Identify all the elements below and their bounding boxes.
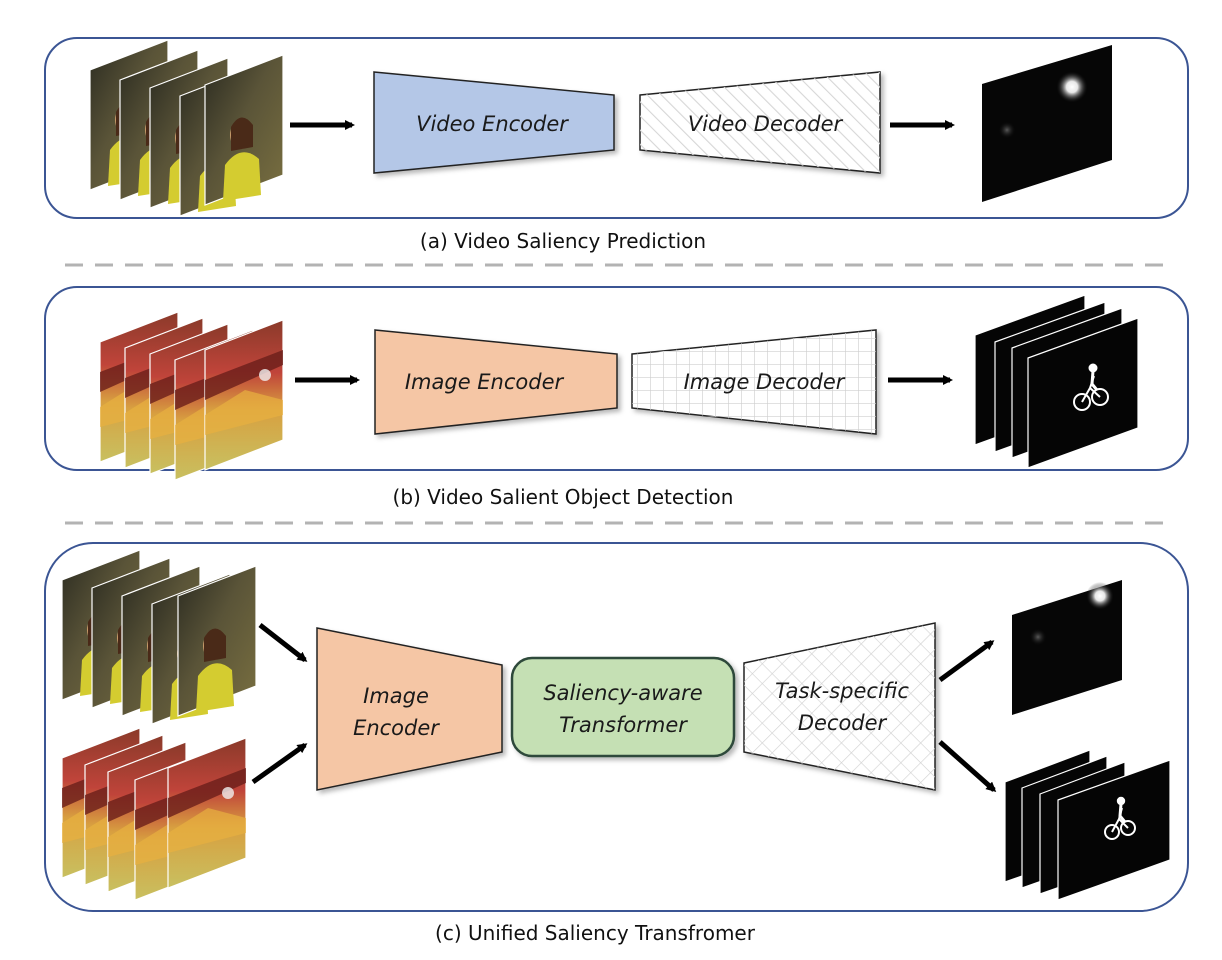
image-encoder	[316, 627, 503, 791]
panel-a: Video Encoder Video Decoder (a) Video Sa…	[44, 37, 1189, 253]
object-mask-stack-icon	[974, 294, 1139, 469]
image-encoder-label: Image Encoder	[405, 370, 565, 394]
panel-a-caption: (a) Video Saliency Prediction	[420, 229, 706, 253]
image-encoder-label-line1: Image	[363, 684, 429, 708]
video-encoder	[373, 71, 615, 174]
saliency-map-icon	[1012, 580, 1122, 715]
arrow-c-out-top	[938, 639, 995, 683]
cyclist-silhouette-icon	[1073, 363, 1109, 411]
transformer-label-line2: Transformer	[559, 713, 688, 737]
video-decoder-label: Video Decoder	[688, 112, 844, 136]
panel-b-caption: (b) Video Salient Object Detection	[393, 485, 734, 509]
decoder-label-line2: Decoder	[798, 711, 888, 735]
panel-a-border	[44, 37, 1189, 219]
decoder-label-line1: Task-specific	[775, 679, 909, 703]
arrow-c-in-top	[258, 623, 308, 662]
panel-b: Image Encoder Image Decoder (b) Video Sa…	[44, 286, 1189, 509]
arrow-c-in-bottom	[251, 742, 308, 785]
transformer-label-line1: Saliency-aware	[543, 681, 702, 705]
panel-c-caption: (c) Unified Saliency Transfromer	[435, 921, 756, 945]
image-encoder-label-line2: Encoder	[353, 716, 440, 740]
saliency-map-icon	[982, 45, 1112, 202]
video-encoder-label: Video Encoder	[416, 112, 569, 136]
cyclist-silhouette-icon	[1104, 796, 1136, 840]
object-mask-stack-icon	[1004, 749, 1171, 901]
image-decoder-label: Image Decoder	[684, 370, 846, 394]
image-encoder	[374, 329, 618, 435]
panel-c: Image Encoder Saliency-aware Transformer…	[44, 542, 1189, 945]
saliency-aware-transformer	[510, 656, 736, 758]
arrow-c-out-bottom	[938, 740, 997, 792]
